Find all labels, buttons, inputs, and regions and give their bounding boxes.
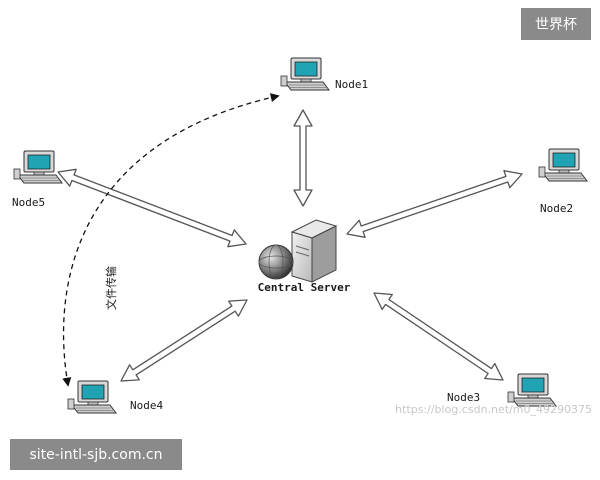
node-5: Node5 bbox=[12, 150, 63, 209]
computer-icon bbox=[538, 148, 588, 182]
node-3: Node3 bbox=[447, 373, 557, 407]
double-arrow-node4 bbox=[120, 299, 248, 382]
node-1-label: Node1 bbox=[335, 78, 368, 91]
central-server: Central Server bbox=[258, 219, 351, 294]
double-arrow-node2 bbox=[346, 170, 523, 238]
central-server-label: Central Server bbox=[258, 281, 351, 294]
server-icon bbox=[258, 219, 338, 283]
computer-icon bbox=[507, 373, 557, 407]
file-transfer-curve bbox=[62, 93, 280, 387]
computer-icon bbox=[280, 57, 330, 91]
top-right-badge: 世界杯 bbox=[521, 8, 591, 40]
computer-icon bbox=[13, 150, 63, 184]
node-2-label: Node2 bbox=[540, 202, 573, 215]
node-2: Node2 bbox=[538, 148, 588, 215]
bottom-left-badge: site-intl-sjb.com.cn bbox=[10, 439, 182, 470]
node-5-label: Node5 bbox=[12, 196, 45, 209]
computer-icon bbox=[67, 380, 117, 414]
node-4: Node4 bbox=[67, 380, 163, 414]
node-4-label: Node4 bbox=[130, 399, 163, 412]
node-3-label: Node3 bbox=[447, 391, 480, 404]
node-1: Node1 bbox=[280, 57, 368, 91]
connection-arrows bbox=[57, 109, 523, 382]
file-transfer-label: 文件传输 bbox=[104, 266, 118, 310]
url-watermark: https://blog.csdn.net/m0_49290375 bbox=[395, 403, 592, 416]
double-arrow-node3 bbox=[373, 292, 504, 381]
double-arrow-node5 bbox=[57, 168, 247, 248]
double-arrow-node1 bbox=[293, 109, 313, 207]
